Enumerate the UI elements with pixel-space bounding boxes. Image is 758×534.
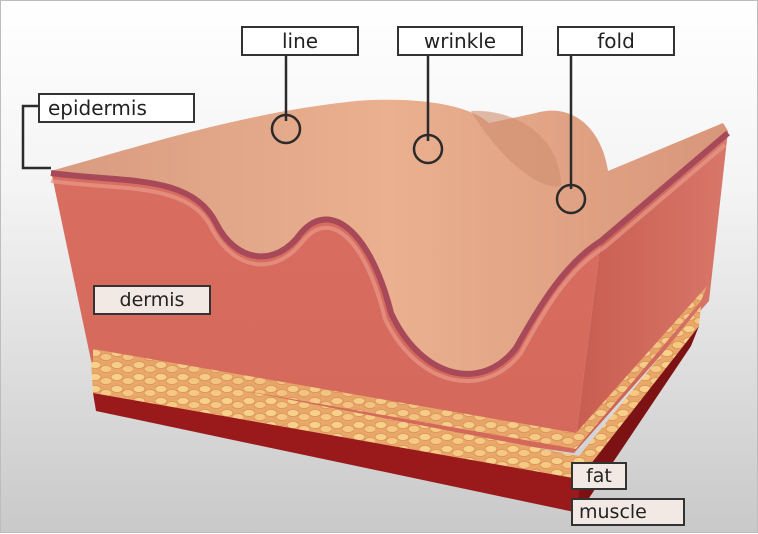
- label-line: line: [241, 26, 359, 56]
- label-muscle: muscle: [571, 498, 685, 526]
- label-fat: fat: [571, 462, 627, 490]
- label-dermis: dermis: [93, 285, 211, 315]
- label-fold: fold: [557, 26, 675, 56]
- label-wrinkle: wrinkle: [397, 26, 523, 56]
- label-epidermis: epidermis: [38, 93, 195, 123]
